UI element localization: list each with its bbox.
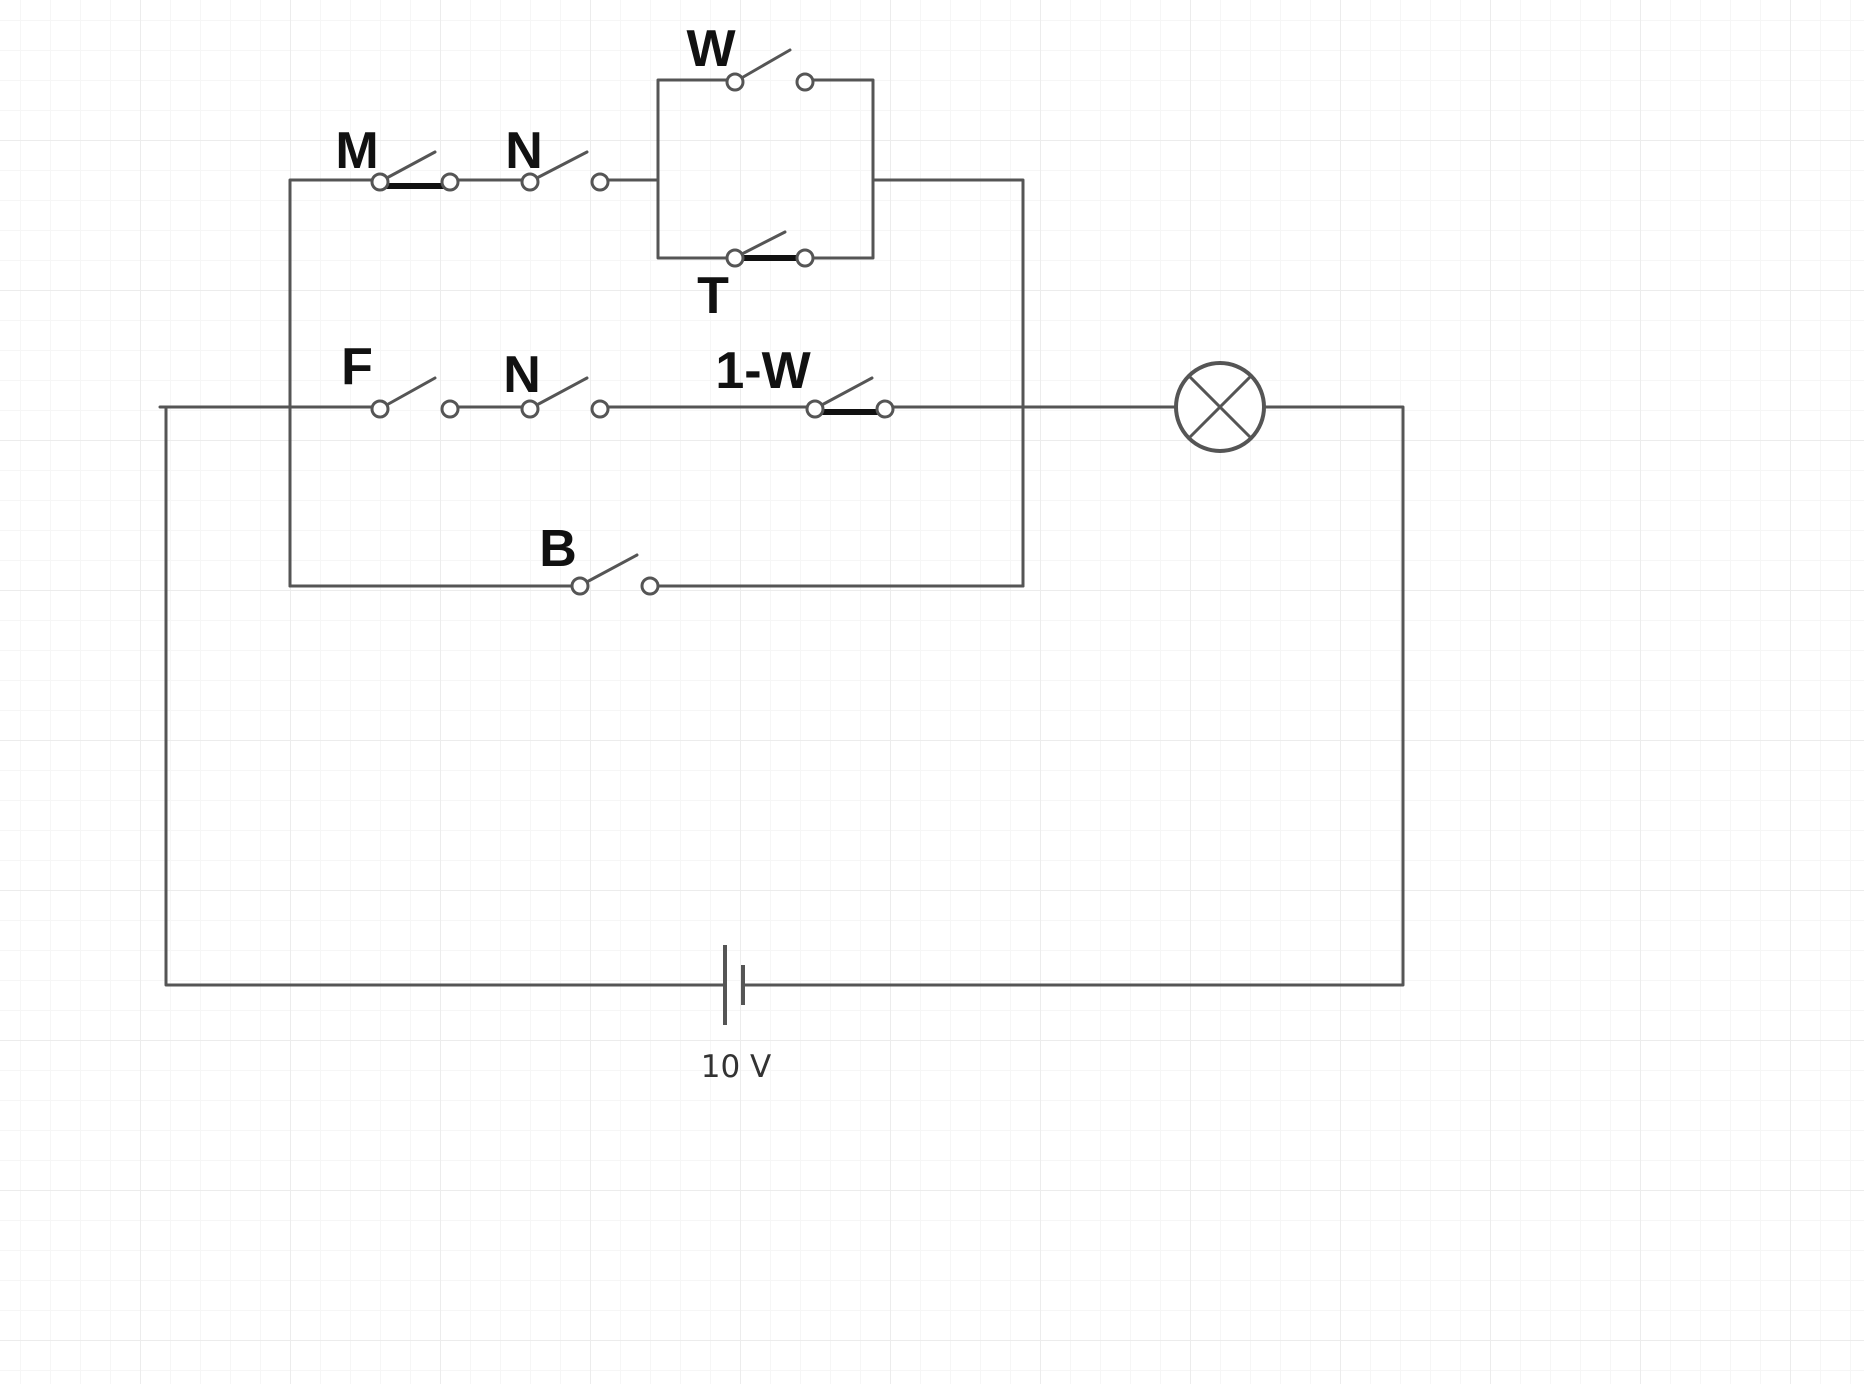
switch-w [725,48,815,92]
label-t: T [697,267,729,325]
label-w: W [686,20,736,78]
label-f: F [341,338,373,396]
wire-parallel-w-in [656,78,737,260]
battery-icon [646,945,825,1025]
switch-t [725,230,815,268]
wire-loop-right [821,405,1405,987]
switch-n-mid [520,376,610,419]
switch-m [370,150,460,192]
label-m: M [335,122,378,180]
wire-loop-left [164,405,650,987]
wire-top-right [871,178,1025,588]
switch-b [570,553,660,596]
wire-parallel-w-out [803,78,875,260]
label-n-mid: N [503,346,541,404]
label-n-top: N [505,122,543,180]
wires [158,78,1405,987]
switch-n-top [520,150,610,192]
switch-not-w [805,376,895,419]
label-b: B [539,520,577,578]
wire-top-left [288,178,382,588]
lamp-icon [1174,361,1266,453]
battery-label: 10 V [701,1049,772,1085]
switch-f [370,376,460,419]
label-not-w: 1-W [715,342,811,400]
